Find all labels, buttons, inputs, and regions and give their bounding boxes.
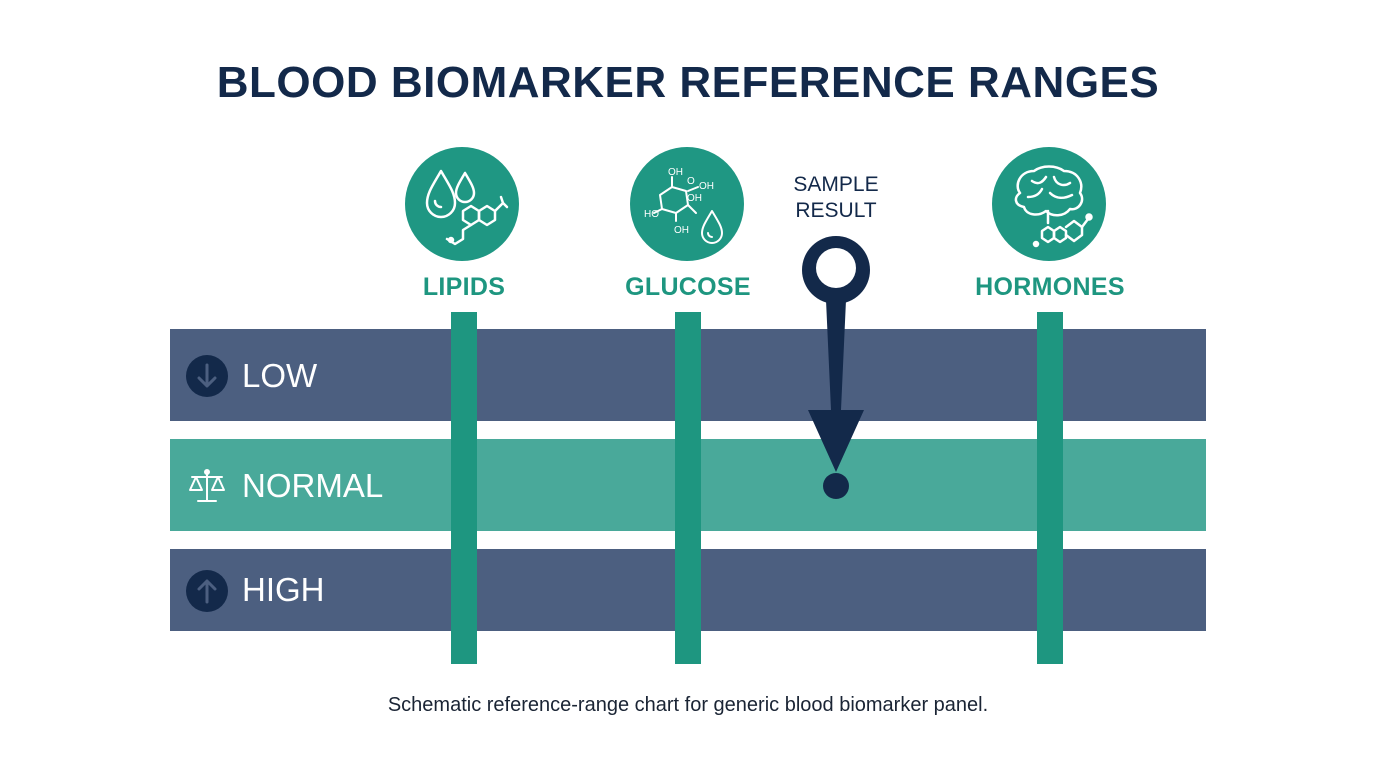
page-title: BLOOD BIOMARKER REFERENCE RANGES (216, 58, 1160, 107)
scale-icon (189, 469, 225, 502)
column-bar-glucose (675, 312, 701, 664)
band-label-low: LOW (242, 357, 318, 394)
oh-label-bottom: OH (674, 225, 689, 236)
brain-hormone-icon (992, 147, 1106, 261)
column-label-lipids: LIPIDS (422, 273, 506, 301)
glucose-molecule-icon: OH O OH OH HO OH (630, 147, 744, 261)
column-label-glucose: GLUCOSE (625, 273, 751, 301)
caption: Schematic reference-range chart for gene… (387, 694, 989, 716)
band-label-high: HIGH (242, 571, 325, 608)
arrow-down-icon (186, 355, 228, 397)
oh-label-top: OH (668, 167, 683, 178)
arrow-up-icon (186, 570, 228, 612)
sample-result-label: SAMPLE RESULT (793, 173, 879, 222)
o-ring-label: O (687, 176, 695, 187)
column-label-hormones: HORMONES (975, 273, 1125, 301)
lipid-drops-icon (405, 147, 519, 261)
sample-result-marker (802, 236, 870, 499)
oh-label-right: OH (699, 181, 714, 192)
ho-label-left: HO (644, 209, 659, 220)
column-bar-hormones (1037, 312, 1063, 664)
column-bar-lipids (451, 312, 477, 664)
oh-label-mid: OH (687, 193, 702, 204)
band-label-normal: NORMAL (242, 467, 384, 504)
